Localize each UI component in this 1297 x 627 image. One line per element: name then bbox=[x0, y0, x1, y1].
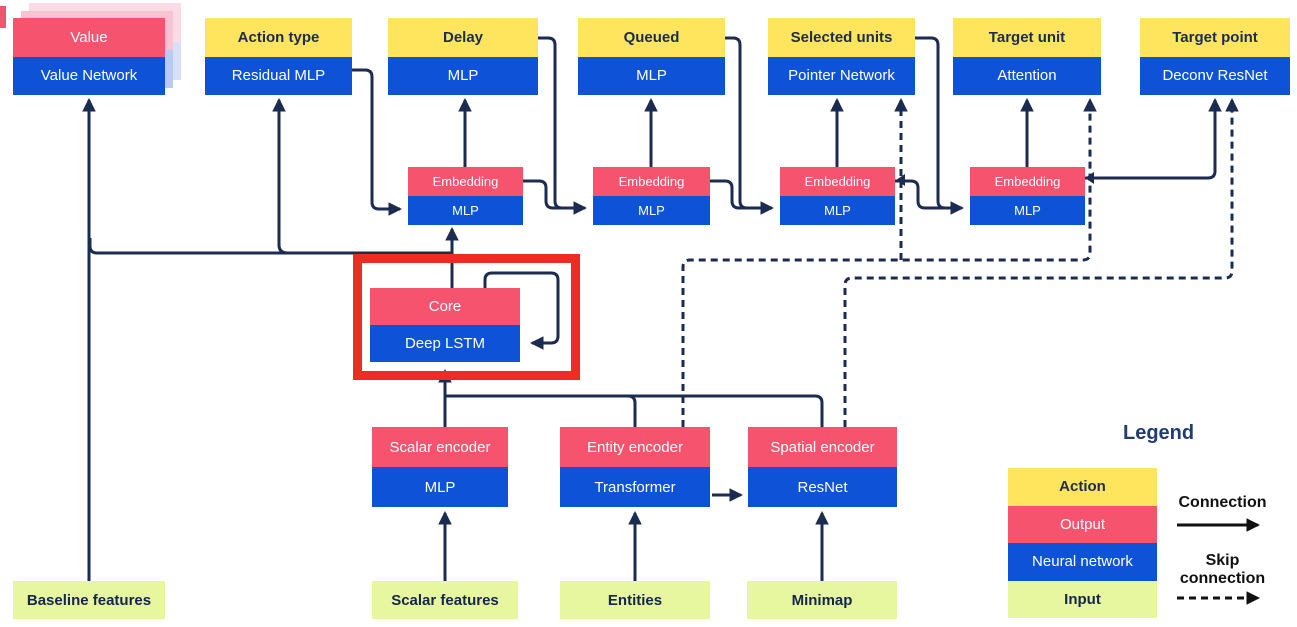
connection-embedding4-to-targetpoint bbox=[1085, 97, 1222, 180]
head-target-unit: Target unit Attention bbox=[953, 18, 1101, 95]
legend-connection-label: Connection bbox=[1178, 494, 1267, 511]
connection-actiontype-to-embedding1 bbox=[352, 68, 403, 216]
connection-core-to-actiontype bbox=[272, 97, 289, 255]
head-selected-units-network: Pointer Network bbox=[768, 56, 915, 95]
legend-item-output: Output bbox=[1008, 505, 1157, 543]
skip-arrow-into-embedding4 bbox=[1085, 172, 1094, 184]
embedding-2: Embedding MLP bbox=[593, 167, 710, 225]
legend-item-neural-network: Neural network bbox=[1008, 543, 1157, 581]
core-network: Deep LSTM bbox=[370, 325, 520, 362]
head-queued-action: Queued bbox=[578, 18, 725, 57]
connection-core-out-horizontal bbox=[88, 238, 452, 255]
legend-color-key: Action Output Neural network Input bbox=[1008, 468, 1157, 618]
embedding-1-output: Embedding bbox=[408, 167, 523, 196]
embedding-1-network: MLP bbox=[408, 196, 523, 225]
skip-arrow-into-embedding3 bbox=[896, 174, 905, 186]
head-selected-units: Selected units Pointer Network bbox=[768, 18, 915, 95]
core-box: Core Deep LSTM bbox=[370, 288, 520, 362]
embedding-3-output: Embedding bbox=[780, 167, 895, 196]
embedding-4: Embedding MLP bbox=[970, 167, 1085, 225]
head-target-point-action: Target point bbox=[1140, 18, 1290, 57]
head-target-point: Target point Deconv ResNet bbox=[1140, 18, 1290, 95]
head-delay-network: MLP bbox=[388, 56, 538, 95]
head-queued: Queued MLP bbox=[578, 18, 725, 95]
solid-connections bbox=[82, 36, 1222, 581]
head-action-type: Action type Residual MLP bbox=[205, 18, 352, 95]
input-entities: Entities bbox=[560, 581, 710, 619]
entity-encoder-network: Transformer bbox=[560, 467, 710, 507]
scalar-encoder-network: MLP bbox=[372, 467, 508, 507]
core-highlight-rectangle bbox=[353, 254, 580, 380]
connection-spatialencoder-to-core bbox=[445, 394, 824, 427]
connection-embedding2-to-embedding3 bbox=[710, 179, 775, 215]
core-output: Core bbox=[370, 288, 520, 325]
entity-encoder-output: Entity encoder bbox=[560, 427, 710, 467]
embedding-4-network: MLP bbox=[970, 196, 1085, 225]
connection-delay-to-embedding2 bbox=[538, 36, 575, 210]
scalar-encoder: Scalar encoder MLP bbox=[372, 427, 508, 507]
embedding-3: Embedding MLP bbox=[780, 167, 895, 225]
head-target-unit-action: Target unit bbox=[953, 18, 1101, 57]
input-baseline-features: Baseline features bbox=[13, 581, 165, 619]
legend-arrows bbox=[1177, 518, 1261, 605]
connection-selectedunits-to-embedding4 bbox=[915, 36, 955, 210]
input-minimap: Minimap bbox=[747, 581, 897, 619]
head-delay-action: Delay bbox=[388, 18, 538, 57]
legend-title: Legend bbox=[1123, 422, 1195, 444]
legend-skip-connection-label: Skip connection bbox=[1165, 552, 1280, 588]
entity-encoder: Entity encoder Transformer bbox=[560, 427, 710, 507]
head-queued-network: MLP bbox=[578, 56, 725, 95]
scalar-encoder-output: Scalar encoder bbox=[372, 427, 508, 467]
skip-connection-entity-to-attention bbox=[681, 97, 1097, 427]
connection-core-self-loop bbox=[483, 271, 560, 350]
legend-skip-line1: Skip bbox=[1205, 552, 1240, 569]
connection-queued-to-embedding3 bbox=[725, 36, 760, 210]
head-delay: Delay MLP bbox=[388, 18, 538, 95]
legend-item-input: Input bbox=[1008, 580, 1157, 618]
head-selected-units-action: Selected units bbox=[768, 18, 915, 57]
skip-connections bbox=[681, 97, 1239, 427]
legend-item-action: Action bbox=[1008, 468, 1157, 506]
embedding-3-network: MLP bbox=[780, 196, 895, 225]
embedding-1: Embedding MLP bbox=[408, 167, 523, 225]
head-target-unit-network: Attention bbox=[953, 56, 1101, 95]
head-target-point-network: Deconv ResNet bbox=[1140, 56, 1290, 95]
skip-stub-arrows bbox=[896, 172, 1094, 186]
spatial-encoder-network: ResNet bbox=[748, 467, 897, 507]
head-value-output: Value bbox=[13, 18, 165, 57]
head-action-type-network: Residual MLP bbox=[205, 56, 352, 95]
embedding-2-network: MLP bbox=[593, 196, 710, 225]
connection-entityencoder-to-core bbox=[445, 394, 637, 427]
embedding-2-output: Embedding bbox=[593, 167, 710, 196]
spatial-encoder: Spatial encoder ResNet bbox=[748, 427, 897, 507]
spatial-encoder-output: Spatial encoder bbox=[748, 427, 897, 467]
skip-connection-spatial-to-deconvresnet bbox=[843, 97, 1239, 427]
embedding-4-output: Embedding bbox=[970, 167, 1085, 196]
connection-embedding3-to-embedding4 bbox=[895, 179, 965, 215]
connection-embedding1-to-embedding2 bbox=[523, 179, 588, 215]
head-value: Value Value Network bbox=[13, 18, 165, 95]
head-action-type-action: Action type bbox=[205, 18, 352, 57]
input-scalar-features: Scalar features bbox=[372, 581, 518, 619]
legend-skip-line2: connection bbox=[1179, 570, 1266, 587]
head-value-network: Value Network bbox=[13, 56, 165, 95]
value-stack-fragment bbox=[0, 6, 6, 28]
